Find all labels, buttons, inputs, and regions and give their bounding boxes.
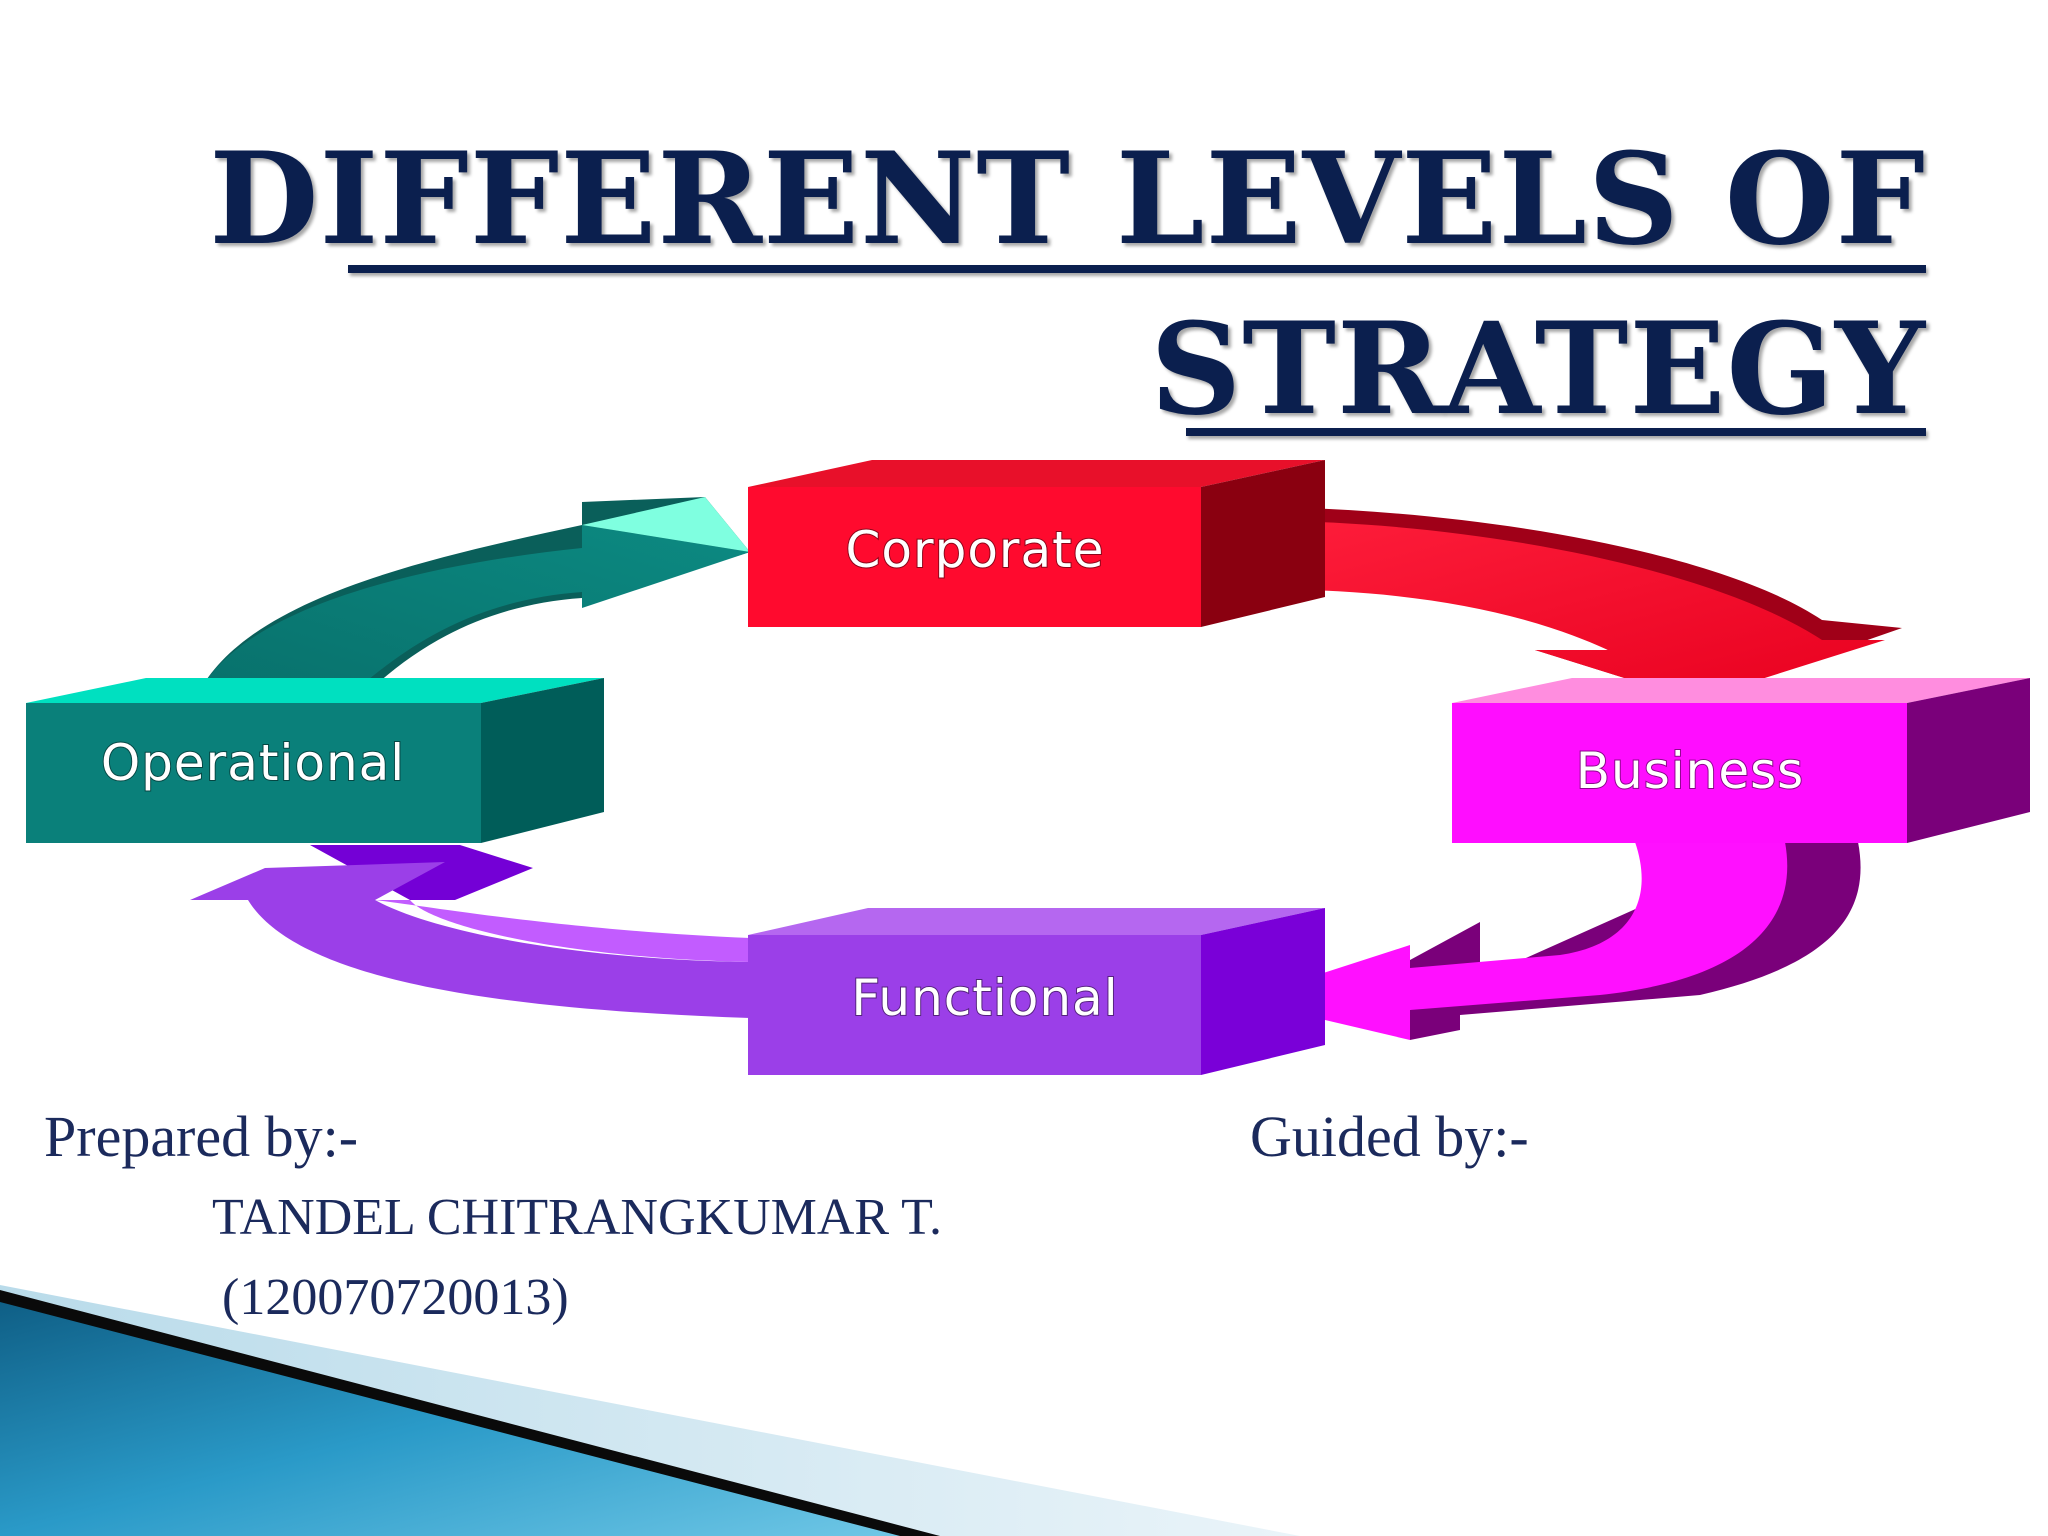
swoosh-dark-band — [0, 1290, 940, 1536]
prepared-by-label: Prepared by:- — [44, 1104, 359, 1169]
author-name: TANDEL CHITRANGKUMAR T. — [212, 1189, 943, 1246]
arrow-corporate-to-business — [1195, 507, 1902, 700]
box-label-corporate: Corporate — [846, 521, 1105, 579]
box-functional: Functional — [748, 908, 1325, 1075]
arrow-functional-to-operational — [190, 845, 750, 1018]
author-id: (120070720013) — [222, 1269, 569, 1326]
swoosh-blue-band — [0, 1302, 900, 1536]
title-underline-2 — [1186, 428, 1926, 436]
box-label-functional: Functional — [851, 969, 1118, 1027]
box-corporate: Corporate — [748, 460, 1325, 627]
arrow-operational-to-corporate — [195, 497, 750, 700]
title-line-1: DIFFERENT LEVELS OF — [209, 125, 1926, 273]
guided-by-label: Guided by:- — [1250, 1104, 1529, 1169]
box-label-operational: Operational — [101, 734, 405, 792]
title-underline-1 — [348, 265, 1926, 273]
box-business: Business — [1452, 678, 2030, 843]
box-label-business: Business — [1576, 742, 1804, 800]
arrow-business-to-functional — [1240, 842, 1861, 1040]
box-operational: Operational — [26, 678, 604, 843]
title-line-2: STRATEGY — [1150, 295, 1926, 443]
